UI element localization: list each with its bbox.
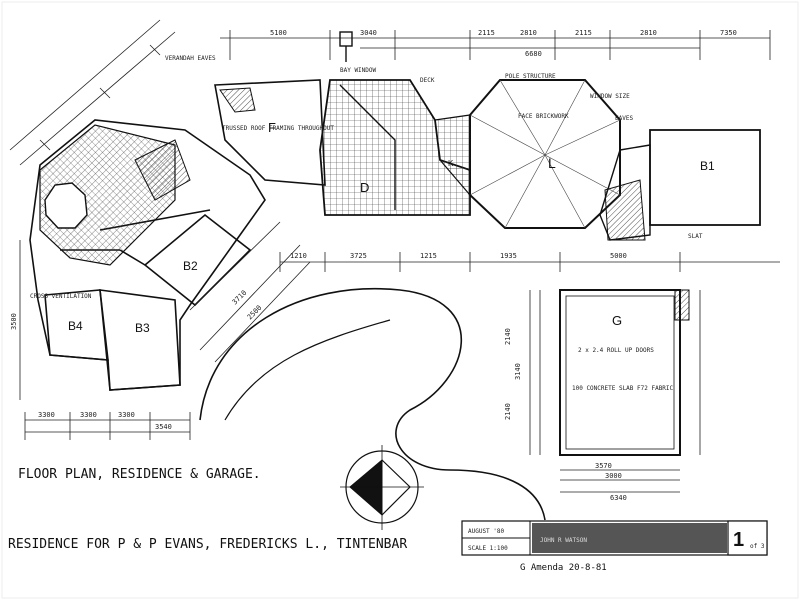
note-bay-window: BAY WINDOW	[340, 67, 377, 74]
north-arrow-icon	[340, 445, 424, 530]
entry-marker-icon	[339, 31, 353, 62]
dim-top-5: 2115	[575, 29, 592, 37]
bottom-left-dimension-lines	[19, 240, 191, 440]
room-label-b3: B3	[135, 321, 150, 335]
room-label-k: K	[448, 159, 454, 168]
note-vent: CROSS VENTILATION	[30, 293, 92, 300]
dim-top-6: 2810	[640, 29, 657, 37]
room-label-g: G	[612, 313, 622, 328]
note-garage-doors: 2 x 2.4 ROLL UP DOORS	[578, 347, 654, 354]
stair-to-garage	[604, 179, 646, 241]
title-block	[461, 520, 768, 556]
diagonal-dimension-lines	[9, 19, 176, 166]
dim-top-7: 7350	[720, 29, 737, 37]
dim-wing-2: 2500	[246, 304, 264, 322]
dim-bl-2: 3300	[80, 411, 97, 419]
top-dimension-lines	[220, 30, 771, 60]
residence-line: RESIDENCE FOR P & P EVANS, FREDERICKS L.…	[8, 537, 407, 552]
dim-mid-2: 3725	[350, 252, 367, 260]
title-block-date: AUGUST '80	[468, 528, 505, 535]
garage-dimension-lines	[529, 290, 701, 493]
note-window-size: WINDOW SIZE	[590, 93, 630, 100]
family-room-walls	[214, 79, 326, 186]
stair-hatch	[134, 139, 191, 201]
note-verandah: VERANDAH EAVES	[165, 55, 216, 62]
dim-bl-4: 3540	[155, 423, 172, 431]
dim-garage-2: 3000	[605, 472, 622, 480]
dim-bl-3: 3300	[118, 411, 135, 419]
room-label-f: F	[268, 120, 276, 135]
room-label-d: D	[360, 180, 369, 195]
dim-garage-1: 3570	[595, 462, 612, 470]
title-block-designer: JOHN R WATSON	[540, 537, 587, 544]
title-block-scale: SCALE 1:100	[468, 545, 508, 552]
dim-mid-3: 1215	[420, 252, 437, 260]
driveway-outline	[199, 288, 546, 521]
garage-walls	[559, 289, 681, 456]
dim-mid-1: 1210	[290, 252, 307, 260]
mid-dimension-lines	[279, 252, 780, 272]
note-trussed: TRUSSED ROOF FRAMING THROUGHOUT	[222, 125, 334, 132]
room-label-b2: B2	[183, 259, 198, 273]
wing-diagonal-dims	[189, 221, 311, 363]
title-block-sheet: 1	[733, 529, 744, 551]
note-slat: SLAT	[688, 233, 703, 240]
dim-left-1: 3500	[10, 313, 18, 330]
dim-wing-1: 3710	[231, 289, 249, 307]
dining-bay	[339, 84, 396, 210]
dim-top-3: 2115	[478, 29, 495, 37]
driveway-outline-inner	[224, 319, 391, 421]
signature-note: G Amenda 20-8-81	[520, 563, 607, 573]
octagonal-bath	[44, 182, 88, 229]
room-label-b4: B4	[68, 319, 83, 333]
room-label-l: L	[548, 155, 556, 171]
dim-g-3: 2140	[504, 403, 512, 420]
note-eaves: EAVES	[615, 115, 633, 122]
dim-garage-4: 3140	[514, 363, 522, 380]
note-deck: DECK	[420, 77, 435, 84]
title-block-sheet-of: of 3	[750, 543, 765, 550]
living-room-octagon	[469, 79, 621, 229]
dim-top-4: 2810	[520, 29, 537, 37]
dim-g-2: 2140	[504, 328, 512, 345]
dim-mid-5: 5000	[610, 252, 627, 260]
dim-garage-3: 6340	[610, 494, 627, 502]
drawing-title: FLOOR PLAN, RESIDENCE & GARAGE.	[18, 467, 261, 482]
note-brick: FACE BRICKWORK	[518, 113, 569, 120]
dim-mid-4: 1935	[500, 252, 517, 260]
room-label-b1: B1	[700, 159, 715, 173]
note-garage-slab: 100 CONCRETE SLAB F72 FABRIC	[572, 385, 674, 392]
dim-top-8: 6680	[525, 50, 542, 58]
dim-top-2: 3040	[360, 29, 377, 37]
living-room-radial-beams	[469, 79, 621, 229]
garage-inner	[565, 295, 675, 450]
dim-bl-1: 3300	[38, 411, 55, 419]
dim-top-1: 5100	[270, 29, 287, 37]
entry-passage	[434, 114, 471, 197]
family-step-hatch	[219, 87, 256, 113]
bedroom-b1-walls	[649, 129, 761, 226]
garage-post	[674, 289, 690, 321]
note-pole: POLE STRUCTURE	[505, 73, 556, 80]
